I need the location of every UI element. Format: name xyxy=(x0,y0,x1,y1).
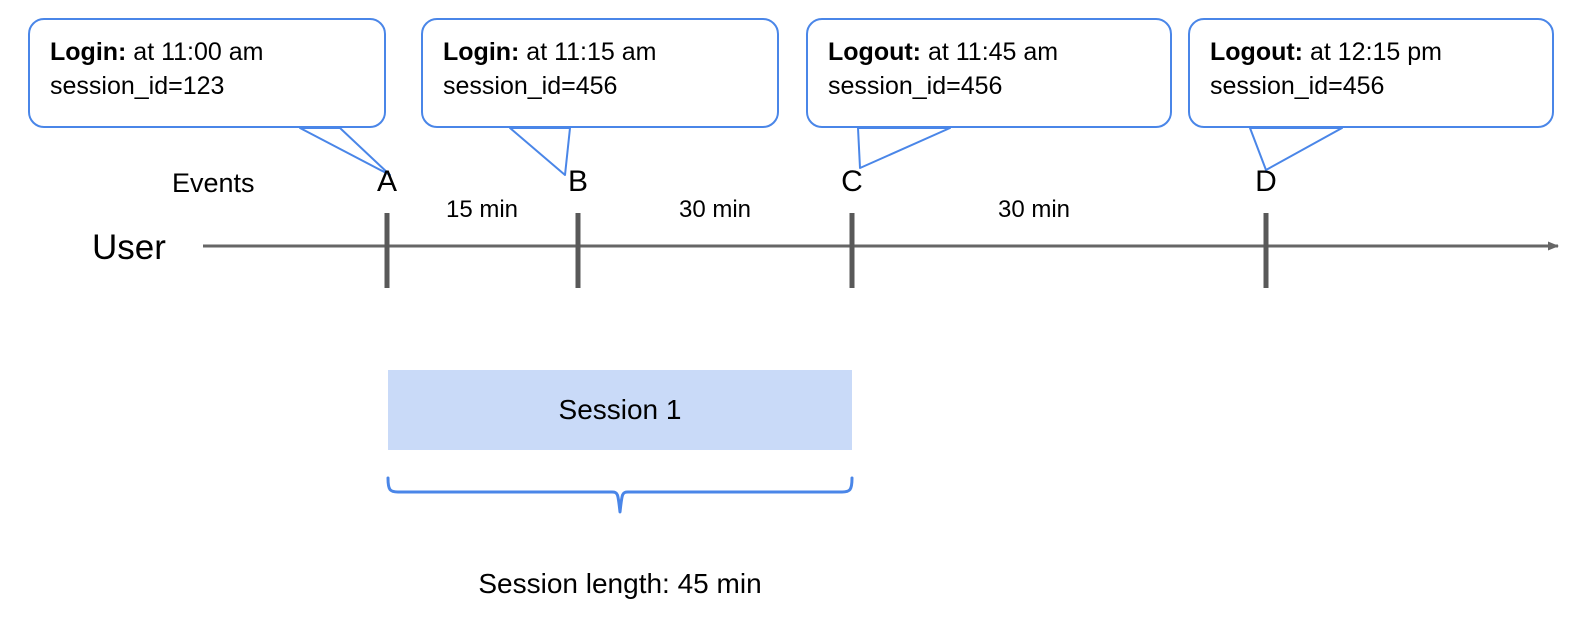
row-label-user: User xyxy=(92,228,166,267)
callout-tail-b xyxy=(509,127,571,176)
row-label-events: Events xyxy=(172,168,255,198)
callout-b-time: at 11:15 am xyxy=(519,38,657,66)
event-letter-c: C xyxy=(841,165,863,198)
event-letter-a: A xyxy=(376,165,397,198)
callout-c-line1: Logout: at 11:45 am xyxy=(828,36,1152,70)
callout-bubble-d[interactable]: Logout: at 12:15 pm session_id=456 xyxy=(1188,18,1554,128)
callout-d-event-label: Logout: xyxy=(1210,38,1304,66)
event-letter-d: D xyxy=(1255,165,1277,198)
callout-a-event-label: Login: xyxy=(50,38,127,66)
session-span-brace xyxy=(386,476,854,514)
callout-c-time: at 11:45 am xyxy=(921,38,1059,66)
gap-label-b-c: 30 min xyxy=(678,196,752,223)
callout-tail-c xyxy=(857,127,951,169)
callout-tail-a xyxy=(299,127,391,176)
callout-bubble-b[interactable]: Login: at 11:15 am session_id=456 xyxy=(421,18,779,128)
session-bar[interactable]: Session 1 xyxy=(388,370,852,450)
callout-a-line1: Login: at 11:00 am xyxy=(50,36,366,70)
callout-c-session: session_id=456 xyxy=(828,71,1003,100)
callout-a-session: session_id=123 xyxy=(50,71,225,100)
callout-bubble-c[interactable]: Logout: at 11:45 am session_id=456 xyxy=(806,18,1172,128)
callout-b-session: session_id=456 xyxy=(443,71,618,100)
callout-d-session: session_id=456 xyxy=(1210,71,1385,100)
event-letter-b: B xyxy=(567,165,588,198)
gap-label-c-d: 30 min xyxy=(997,196,1071,223)
callout-b-event-label: Login: xyxy=(443,38,520,66)
session-length-caption: Session length: 45 min xyxy=(478,568,762,599)
callout-bubble-a[interactable]: Login: at 11:00 am session_id=123 xyxy=(28,18,386,128)
callout-b-line1: Login: at 11:15 am xyxy=(443,36,759,70)
callout-c-event-label: Logout: xyxy=(828,38,922,66)
callout-d-line1: Logout: at 12:15 pm xyxy=(1210,36,1534,70)
callout-tail-d xyxy=(1249,127,1343,171)
session-bar-label: Session 1 xyxy=(558,394,682,425)
callout-a-time: at 11:00 am xyxy=(126,38,264,66)
callout-d-time: at 12:15 pm xyxy=(1303,38,1442,66)
gap-label-a-b: 15 min xyxy=(445,196,519,223)
